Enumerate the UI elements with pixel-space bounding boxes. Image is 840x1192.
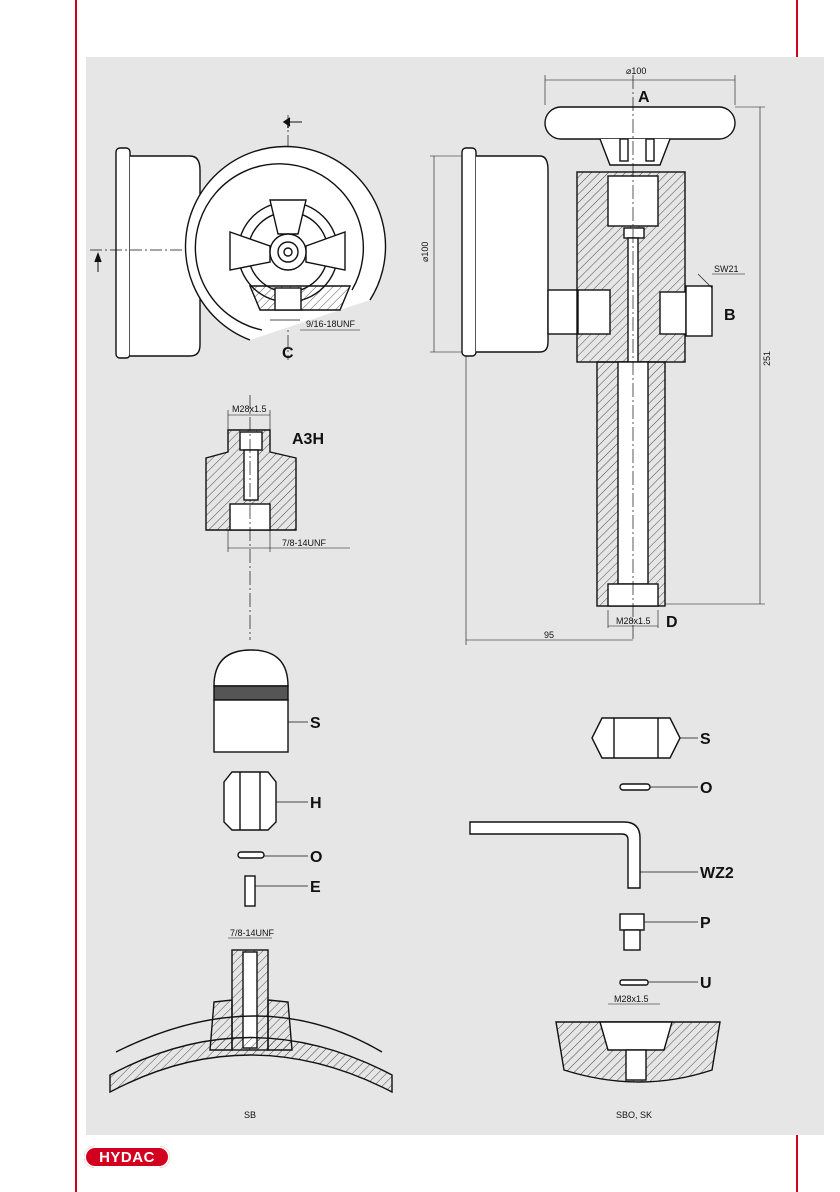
label-p: P [700, 915, 711, 932]
label-wz2: WZ2 [700, 865, 734, 882]
dim-sw: SW21 [714, 264, 739, 274]
view-main-valve [430, 75, 765, 645]
hydac-logo: HYDAC [84, 1146, 170, 1168]
dim-thread-c: 9/16-18UNF [306, 319, 356, 329]
label-a: A [638, 89, 650, 106]
dim-thread-sbo: M28x1.5 [614, 994, 649, 1004]
view-a3h-adapter [206, 395, 350, 640]
dim-thread-d: M28x1.5 [616, 616, 651, 626]
view-right-parts [470, 718, 720, 1082]
label-b: B [724, 307, 736, 324]
caption-right: SBO, SK [616, 1110, 652, 1120]
label-d: D [666, 614, 678, 631]
dim-thread-a3h-bottom: 7/8-14UNF [282, 538, 327, 548]
logo-text: HYDAC [99, 1149, 155, 1166]
caption-left: SB [244, 1110, 256, 1120]
label-o-right: O [700, 780, 712, 797]
view-left-parts [110, 650, 392, 1092]
label-o-left: O [310, 849, 322, 866]
label-h: H [310, 795, 322, 812]
label-e: E [310, 879, 321, 896]
dim-height: 251 [762, 351, 772, 366]
dim-dia-top: ⌀100 [626, 66, 646, 76]
label-s-right: S [700, 731, 711, 748]
label-a3h: A3H [292, 431, 324, 448]
label-u: U [700, 975, 712, 992]
dim-thread-sb: 7/8-14UNF [230, 928, 275, 938]
dim-width: 95 [544, 630, 554, 640]
dim-dia-side: ⌀100 [420, 242, 430, 262]
label-c: C [282, 345, 294, 362]
dim-thread-a3h-top: M28x1.5 [232, 404, 267, 414]
label-s-left: S [310, 715, 321, 732]
